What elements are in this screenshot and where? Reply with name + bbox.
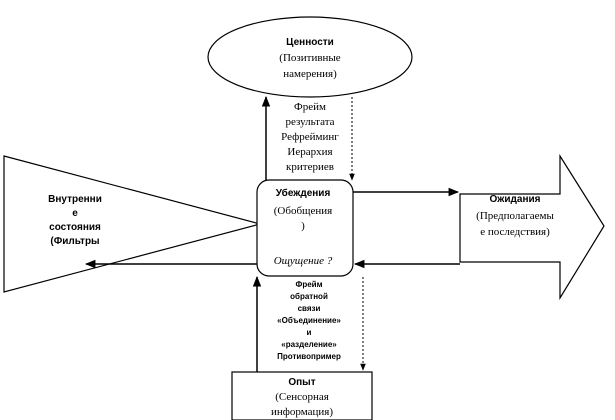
feedback-line-1: Фрейм bbox=[296, 280, 323, 289]
frame-result-line-4: Иерархия bbox=[287, 146, 332, 158]
values-line-1: Ценности bbox=[286, 37, 334, 48]
expectations-arrow-shape bbox=[459, 153, 605, 301]
beliefs-line-3: ) bbox=[301, 220, 305, 232]
expectations-line-1: Ожидания bbox=[490, 194, 541, 205]
frame-result-line-2: результата bbox=[285, 116, 334, 128]
feedback-line-7: Противопример bbox=[277, 352, 341, 361]
values-label: Ценности (Позитивные намерения) bbox=[279, 37, 341, 80]
experience-line-2: (Сенсорная bbox=[275, 391, 329, 403]
internal-states-shape bbox=[3, 155, 263, 293]
beliefs-line-1: Убеждения bbox=[276, 187, 331, 199]
beliefs-feeling: Ощущение ? bbox=[274, 255, 333, 267]
expectations-line-3: е последствия) bbox=[480, 226, 550, 238]
feedback-line-2: обратной bbox=[290, 292, 328, 301]
expectations-line-2: (Предполагаемы bbox=[476, 210, 554, 222]
beliefs-line-2: (Обобщения bbox=[274, 205, 333, 217]
feedback-line-5: и bbox=[307, 328, 312, 337]
internal-states-line-2: е bbox=[72, 208, 78, 219]
internal-states-line-1: Внутренни bbox=[48, 194, 102, 205]
feedback-line-3: связи bbox=[298, 304, 321, 313]
values-ellipse bbox=[207, 16, 413, 98]
values-line-2: (Позитивные bbox=[279, 52, 341, 64]
expectations-label: Ожидания (Предполагаемы е последствия) bbox=[476, 194, 554, 238]
experience-line-3: информация) bbox=[271, 406, 333, 418]
internal-states-line-3: состояния bbox=[49, 222, 101, 233]
feedback-line-4: «Объединение» bbox=[277, 316, 341, 325]
values-line-3: намерения) bbox=[283, 68, 337, 80]
experience-label: Опыт (Сенсорная информация) bbox=[271, 377, 333, 418]
internal-states-label: Внутренни е состояния (Фильтры bbox=[48, 194, 102, 247]
feedback-line-6: «разделение» bbox=[281, 340, 337, 349]
frame-result-line-3: Рефрейминг bbox=[281, 131, 339, 143]
beliefs-box bbox=[256, 179, 354, 277]
frame-result-line-5: критериев bbox=[286, 161, 334, 173]
frame-result-line-1: Фрейм bbox=[294, 101, 326, 113]
beliefs-label: Убеждения (Обобщения ) Ощущение ? bbox=[274, 187, 333, 267]
experience-box bbox=[231, 371, 373, 420]
experience-line-1: Опыт bbox=[288, 377, 315, 388]
feedback-frame-label: Фрейм обратной связи «Объединение» и «ра… bbox=[277, 280, 341, 361]
internal-states-line-4: (Фильтры bbox=[50, 236, 99, 247]
frame-result-label: Фрейм результата Рефрейминг Иерархия кри… bbox=[281, 101, 339, 173]
